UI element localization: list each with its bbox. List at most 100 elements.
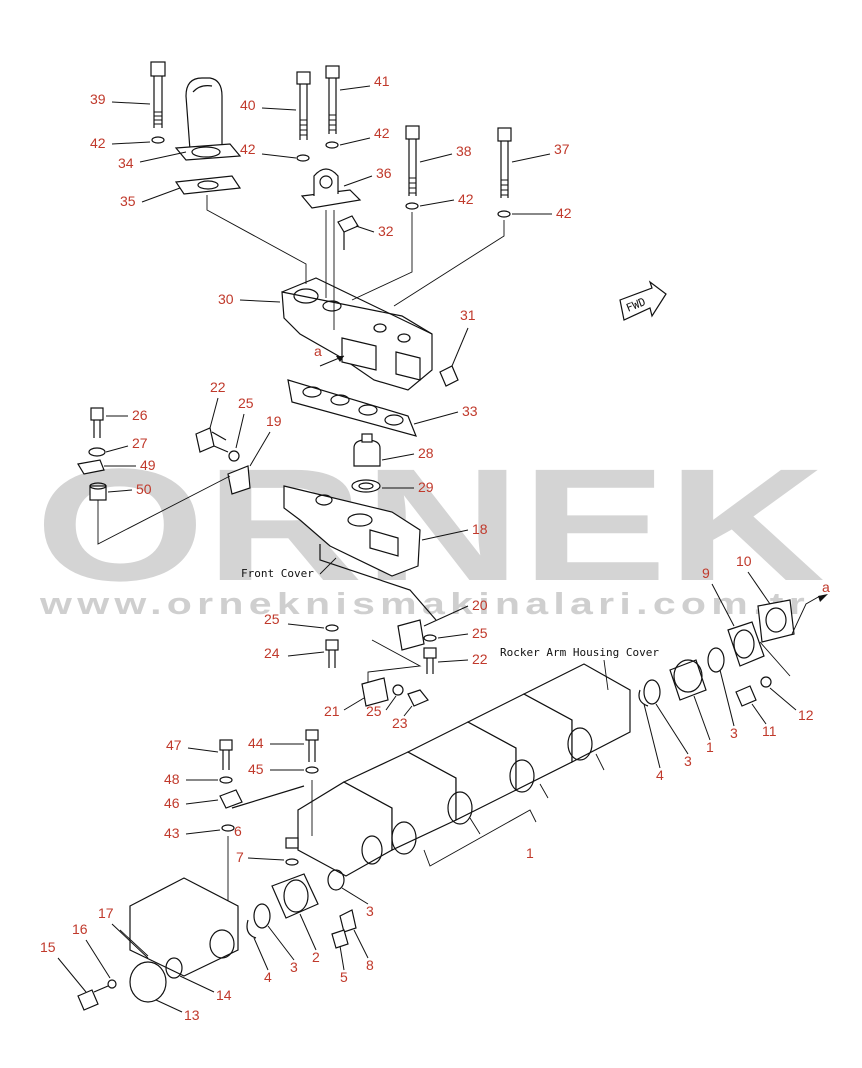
leader-8 bbox=[353, 929, 369, 959]
bracket-36 bbox=[300, 168, 362, 209]
callout-20: 20 bbox=[472, 597, 488, 613]
callout-3: 3 bbox=[684, 753, 692, 769]
flange-9 bbox=[727, 621, 765, 667]
callout-26: 26 bbox=[132, 407, 148, 423]
callout-45: 45 bbox=[248, 761, 264, 777]
callout-50: 50 bbox=[136, 481, 152, 497]
callout-1: 1 bbox=[706, 739, 714, 755]
callout-18: 18 bbox=[472, 521, 488, 537]
callout-1: 1 bbox=[526, 845, 534, 861]
washer-43 bbox=[221, 824, 235, 832]
bolt-44 bbox=[305, 729, 319, 762]
callout-44: 44 bbox=[248, 735, 264, 751]
bolt-39 bbox=[150, 61, 166, 128]
washer-6 bbox=[285, 858, 299, 866]
callout-15: 15 bbox=[40, 939, 56, 955]
callout-38: 38 bbox=[456, 143, 472, 159]
callout-4: 4 bbox=[264, 969, 272, 985]
leader-38 bbox=[419, 153, 453, 163]
leader-30 bbox=[239, 299, 281, 303]
leader-37 bbox=[511, 153, 551, 163]
leader-7 bbox=[247, 857, 285, 861]
leader-25 bbox=[385, 695, 397, 711]
leader-42 bbox=[419, 199, 455, 207]
bolt-23 bbox=[407, 689, 429, 707]
callout-35: 35 bbox=[120, 193, 136, 209]
callout-7: 7 bbox=[236, 849, 244, 865]
front-cover-underline bbox=[319, 557, 337, 575]
leader-3 bbox=[719, 669, 735, 727]
washer-27 bbox=[88, 447, 106, 457]
oring-3-right-b bbox=[707, 647, 725, 673]
leader-16 bbox=[85, 939, 111, 979]
leader-guide-cover10 bbox=[759, 595, 821, 677]
washer-12 bbox=[760, 676, 772, 688]
callout-25: 25 bbox=[472, 625, 488, 641]
callout-3: 3 bbox=[730, 725, 738, 741]
leader-guide-35 bbox=[206, 195, 307, 284]
callout-4: 4 bbox=[656, 767, 664, 783]
callout-43: 43 bbox=[164, 825, 180, 841]
leader-13 bbox=[155, 999, 183, 1013]
callout-30: 30 bbox=[218, 291, 234, 307]
leader-5 bbox=[339, 945, 345, 971]
ring-4-right bbox=[638, 689, 649, 707]
bracket-21 bbox=[361, 677, 389, 707]
leader-35 bbox=[141, 187, 181, 203]
bolt-47 bbox=[219, 739, 233, 770]
bolt-40 bbox=[296, 71, 311, 140]
housing-2 bbox=[271, 873, 319, 919]
end-cover-block bbox=[129, 877, 239, 977]
bolt-41 bbox=[325, 65, 340, 134]
fitting-5 bbox=[331, 929, 349, 949]
callout-46: 46 bbox=[164, 795, 180, 811]
leader-9 bbox=[711, 583, 735, 627]
rocker-cover-underline bbox=[603, 659, 609, 691]
callout-12: 12 bbox=[798, 707, 814, 723]
leader-3 bbox=[341, 887, 369, 905]
washer-42-e bbox=[497, 210, 511, 218]
callout-39: 39 bbox=[90, 91, 106, 107]
callout-25: 25 bbox=[366, 703, 382, 719]
callout-28: 28 bbox=[418, 445, 434, 461]
bolt-37 bbox=[497, 127, 512, 198]
washer-48 bbox=[219, 776, 233, 784]
washer-45 bbox=[305, 766, 319, 774]
leader-50 bbox=[107, 489, 133, 493]
callout-42: 42 bbox=[556, 205, 572, 221]
callout-33: 33 bbox=[462, 403, 478, 419]
leader-12 bbox=[769, 687, 797, 711]
leader-31 bbox=[451, 327, 469, 367]
seal-29 bbox=[351, 479, 381, 493]
callout-42: 42 bbox=[240, 141, 256, 157]
thermostat-housing-18 bbox=[283, 485, 437, 621]
leader-39 bbox=[111, 101, 151, 105]
callout-14: 14 bbox=[216, 987, 232, 1003]
leader-3 bbox=[655, 703, 689, 755]
callout-40: 40 bbox=[240, 97, 256, 113]
clip-49 bbox=[77, 459, 105, 475]
callout-25: 25 bbox=[264, 611, 280, 627]
leader-28 bbox=[381, 453, 415, 461]
leader-3 bbox=[267, 925, 295, 961]
callout-2: 2 bbox=[312, 949, 320, 965]
callout-41: 41 bbox=[374, 73, 390, 89]
bolt-22-right bbox=[423, 647, 437, 674]
thermostat-28 bbox=[353, 433, 381, 467]
leader-41 bbox=[339, 85, 371, 91]
leader-11 bbox=[751, 703, 767, 725]
leader-4 bbox=[643, 703, 661, 769]
leader-47 bbox=[187, 747, 219, 753]
callout-49: 49 bbox=[140, 457, 156, 473]
leader-18 bbox=[421, 529, 469, 541]
callout-24: 24 bbox=[264, 645, 280, 661]
callout-17: 17 bbox=[98, 905, 114, 921]
callout-22: 22 bbox=[210, 379, 226, 395]
callout-48: 48 bbox=[164, 771, 180, 787]
leader-guide-bolt37 bbox=[393, 220, 505, 307]
leader-33 bbox=[413, 411, 459, 425]
watermark-url: www.orneknismakinalari.com.tr bbox=[39, 586, 810, 621]
callout-3: 3 bbox=[366, 903, 374, 919]
callout-13: 13 bbox=[184, 1007, 200, 1023]
